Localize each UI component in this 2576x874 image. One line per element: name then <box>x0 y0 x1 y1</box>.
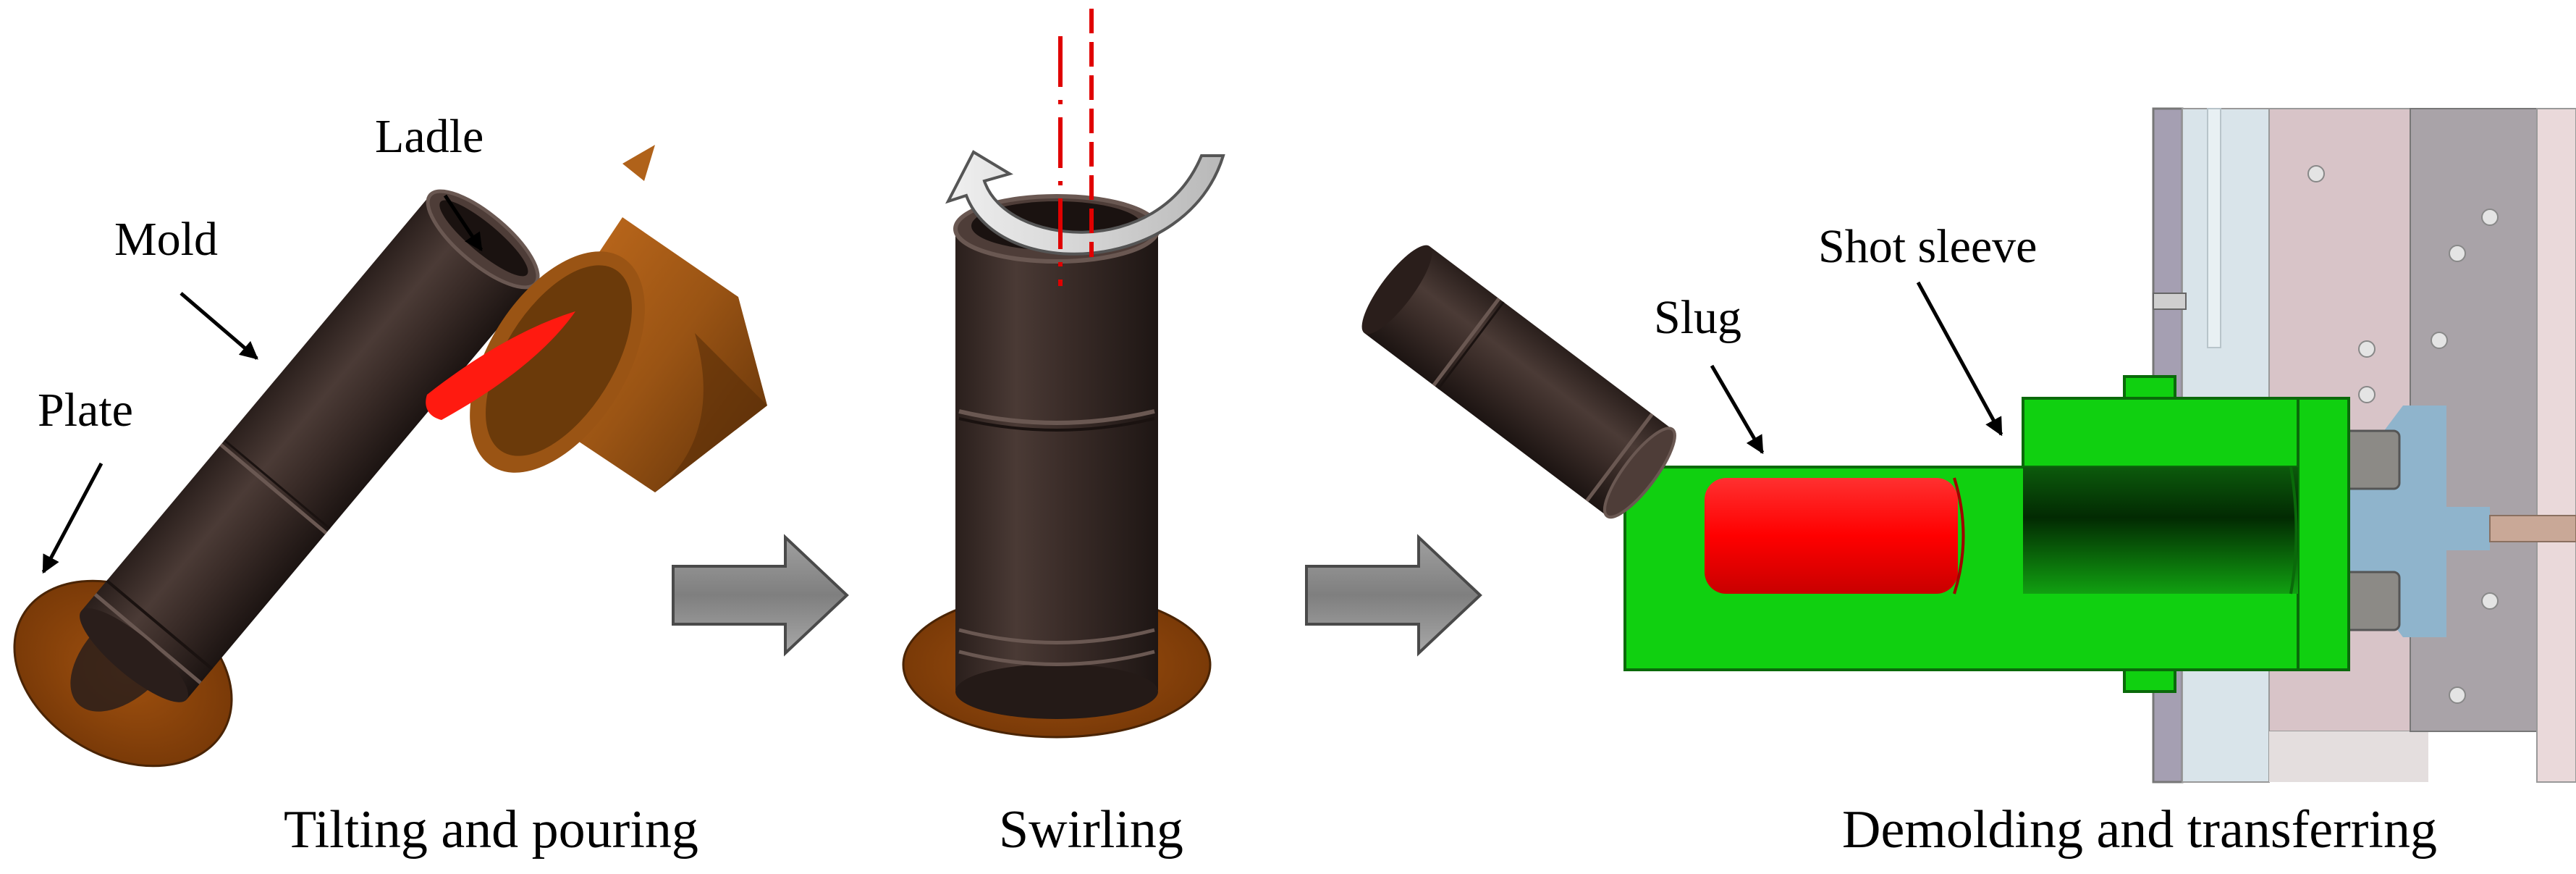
caption-swirling: Swirling <box>999 800 1183 860</box>
stage-swirling: Swirling <box>902 9 1225 860</box>
rotation-arrow <box>945 150 1225 256</box>
label-plate: Plate <box>38 384 133 437</box>
slug-arrow <box>1710 364 1765 455</box>
flow-arrow-2 <box>1305 534 1482 657</box>
mold-arrow <box>180 292 258 360</box>
demolded-mold <box>1361 245 1676 519</box>
label-slug: Slug <box>1654 291 1741 344</box>
stage-tilting-pouring: Plate Mold Ladle Tilting and pouring <box>13 110 767 860</box>
ladle <box>470 145 767 492</box>
mold-upright <box>953 194 1160 719</box>
label-mold: Mold <box>114 213 218 266</box>
shot-sleeve-arrow <box>1916 281 2003 437</box>
slug <box>1705 477 1965 594</box>
label-ladle: Ladle <box>375 110 483 163</box>
caption-demolding-transferring: Demolding and transferring <box>1842 800 2437 860</box>
caption-tilting-pouring: Tilting and pouring <box>284 800 698 860</box>
ladle-arrow <box>443 194 483 252</box>
flow-arrow-1 <box>672 534 849 657</box>
stage-demolding-transferring: Slug Shot sleeve Demolding and transferr… <box>1361 107 2576 860</box>
plate-arrow <box>41 462 104 574</box>
label-shot-sleeve: Shot sleeve <box>1818 220 2037 273</box>
molten-metal-stream <box>426 311 575 420</box>
